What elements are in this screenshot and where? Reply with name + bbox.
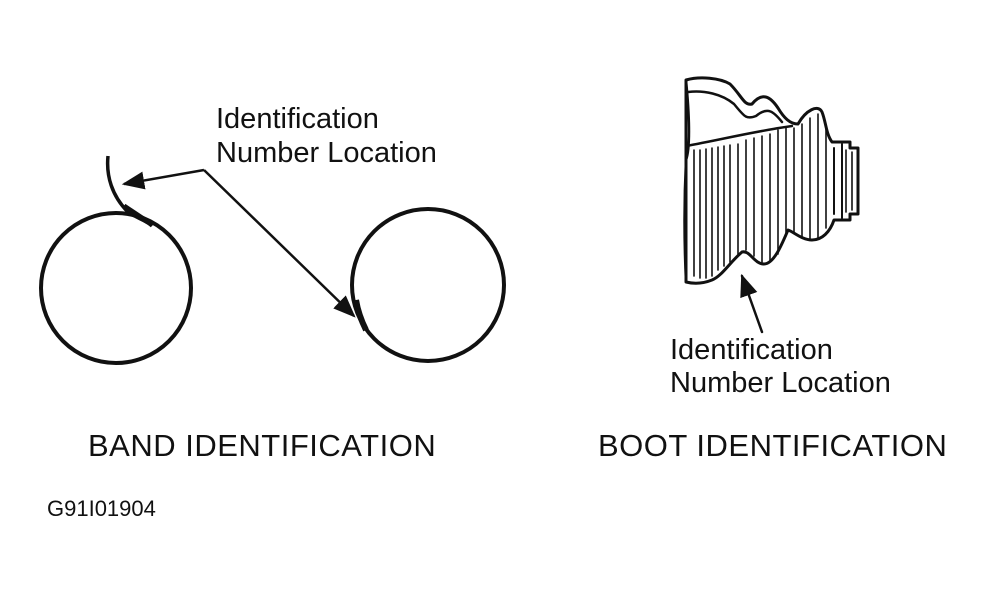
boot-figure xyxy=(683,76,860,334)
boot-rim xyxy=(683,78,691,284)
band-leader-to-tail xyxy=(121,168,205,190)
boot-shading xyxy=(693,113,853,279)
band-ring-right xyxy=(350,207,506,363)
band-leader-to-ring xyxy=(203,169,356,318)
band-figure xyxy=(39,155,506,365)
figure-id: G91I01904 xyxy=(47,496,156,521)
boot-callout-line2: Number Location xyxy=(670,367,891,399)
boot-callout-line1: Identification xyxy=(670,334,833,366)
boot-inner-lip xyxy=(684,124,794,148)
band-callout-line1: Identification xyxy=(216,103,379,135)
band-ring-left xyxy=(39,211,193,365)
band-callout-line2: Number Location xyxy=(216,137,437,169)
band-caption: BAND IDENTIFICATION xyxy=(88,428,437,463)
boot-leader xyxy=(740,273,764,334)
boot-caption: BOOT IDENTIFICATION xyxy=(598,428,948,463)
boot-outline xyxy=(684,76,860,285)
